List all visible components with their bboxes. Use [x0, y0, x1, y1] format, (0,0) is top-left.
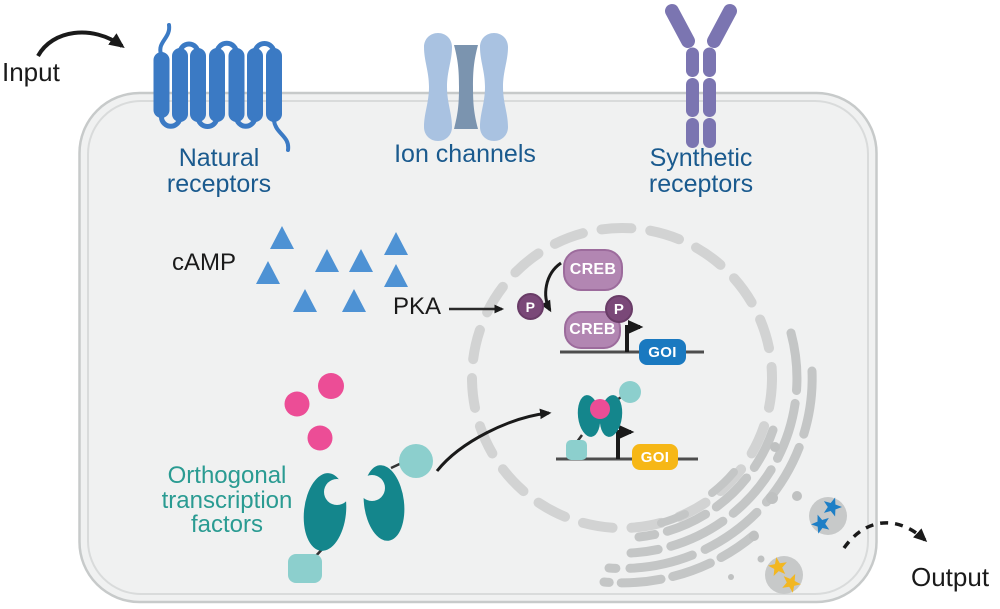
orthogonal-tf-right-monomer — [359, 444, 433, 541]
natural-receptor-icon — [153, 23, 291, 152]
orthogonal-tf-left-monomer — [288, 473, 350, 583]
nuclear-import-arrow — [435, 408, 552, 472]
vesicle-blue-cargo-icon — [809, 497, 847, 535]
nucleus-envelope-icon — [467, 223, 777, 533]
vesicle-yellow-cargo-icon — [765, 556, 803, 594]
pka-label: PKA — [393, 293, 442, 320]
phosphate-dna-badge: P — [605, 295, 633, 323]
output-arrow — [842, 521, 928, 550]
phosphate-free-badge: P — [517, 293, 544, 320]
goi-orthogonal-pill: GOI — [632, 444, 678, 470]
synthetic-receptors-label: Synthetic receptors — [648, 144, 754, 198]
transcription-arrow-orthogonal — [616, 424, 635, 459]
creb-phosphorylation-arrow — [540, 261, 562, 313]
input-label: Input — [2, 57, 60, 87]
creb-free-pill: CREB — [563, 249, 623, 291]
ion-channels-label: Ion channels — [394, 140, 536, 168]
ion-channel-icon — [424, 33, 508, 141]
dna-binding-domain-square — [288, 554, 322, 583]
secretory-dots — [728, 442, 802, 580]
synthetic-receptor-icon — [665, 4, 737, 148]
goi-creb-pill: GOI — [639, 339, 686, 365]
ligand-circles-icon — [284, 373, 344, 451]
camp-triangles-icon — [256, 226, 408, 312]
camp-label: cAMP — [172, 249, 237, 276]
natural-receptors-label: Natural receptors — [166, 144, 272, 198]
orthogonal-tf-label: Orthogonal transcription factors — [161, 462, 293, 539]
er-golgi-icon — [599, 328, 817, 588]
output-label: Output — [911, 562, 990, 592]
creb-dna-pill: CREB — [564, 311, 621, 349]
transcription-arrow-creb — [625, 319, 644, 352]
activation-domain-circle — [399, 444, 433, 478]
orthogonal-tf-complex-icon — [566, 381, 641, 460]
input-arrow — [36, 30, 125, 58]
